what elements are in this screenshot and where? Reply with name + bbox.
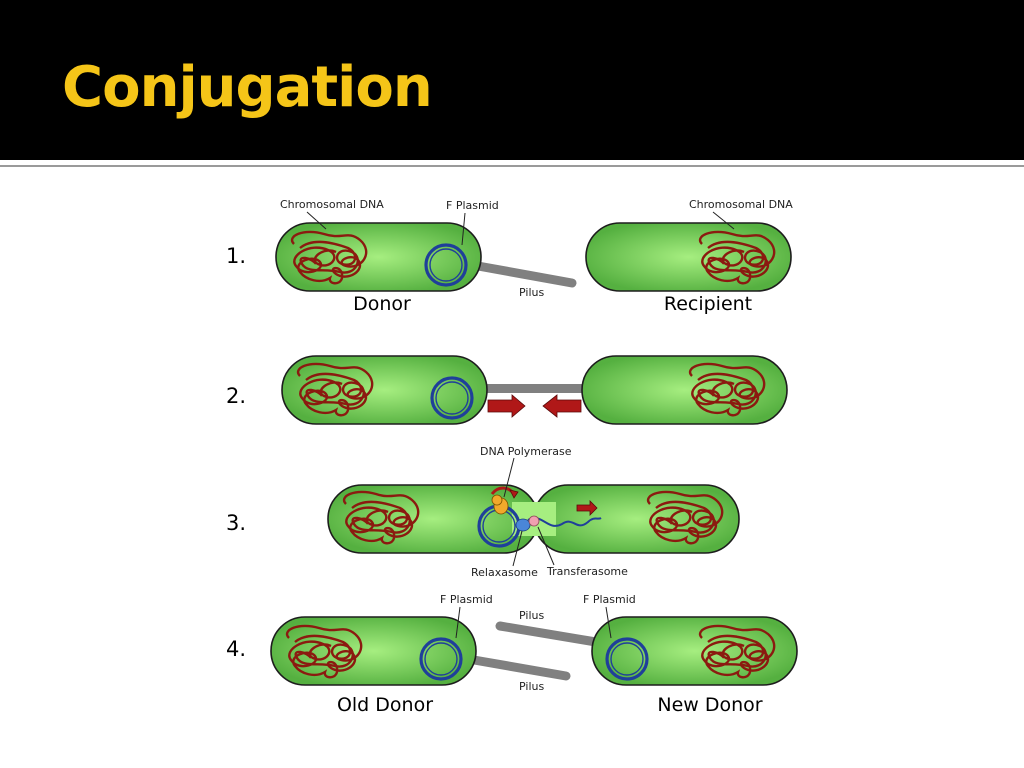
- callout-pilus: Pilus: [519, 680, 544, 693]
- transfer-arrow-icon: [576, 500, 598, 516]
- old-donor-label: Old Donor: [337, 694, 433, 716]
- donor-label: Donor: [353, 293, 411, 315]
- callout-leader: [306, 211, 327, 230]
- left-arrow-icon: [542, 394, 582, 418]
- transferasome: [528, 515, 540, 527]
- callout-pilus: Pilus: [519, 286, 544, 299]
- relaxasome: [515, 518, 531, 532]
- slide-header: Conjugation: [0, 0, 1024, 160]
- dna-polymerase: [491, 494, 503, 506]
- step-3: 3. DNA Polymerase Relaxasome Transferaso…: [226, 445, 740, 579]
- callout-chromosomal-dna: Chromosomal DNA: [689, 198, 793, 211]
- step-4: 4. F Plasmid F Plasmid Pilus Pilus Old D…: [226, 593, 798, 716]
- callout-chromosomal-dna: Chromosomal DNA: [280, 198, 384, 211]
- step-number: 3.: [226, 511, 246, 535]
- right-arrow-icon: [487, 394, 526, 418]
- new-donor-label: New Donor: [657, 694, 762, 716]
- callout-dna-polymerase: DNA Polymerase: [480, 445, 572, 458]
- callout-leader: [461, 212, 466, 246]
- pilus: [484, 384, 584, 393]
- step-2: 2.: [226, 355, 788, 425]
- recipient-label: Recipient: [664, 293, 752, 315]
- step-1: 1. Chromosomal DNA F Plasmid Chromosomal…: [226, 198, 793, 315]
- callout-f-plasmid: F Plasmid: [440, 593, 493, 606]
- callout-transferasome: Transferasome: [546, 565, 628, 578]
- header-divider-gray: [0, 165, 1024, 167]
- step-number: 2.: [226, 384, 246, 408]
- step-number: 4.: [226, 637, 246, 661]
- callout-leader: [605, 606, 612, 639]
- callout-leader: [503, 457, 515, 498]
- callout-leader: [712, 211, 735, 230]
- pilus: [495, 621, 601, 647]
- callout-relaxasome: Relaxasome: [471, 566, 538, 579]
- callout-leader: [512, 530, 523, 567]
- step-number: 1.: [226, 244, 246, 268]
- pilus: [469, 655, 571, 681]
- transferred-dna-strand: [527, 517, 602, 527]
- header-divider-white: [0, 160, 1024, 162]
- callout-pilus: Pilus: [519, 609, 544, 622]
- slide-title: Conjugation: [62, 55, 433, 120]
- recipient-cell: [585, 222, 792, 292]
- callout-f-plasmid: F Plasmid: [583, 593, 636, 606]
- callout-leader: [537, 526, 555, 566]
- pilus: [473, 261, 577, 288]
- rotation-arrowhead-icon: [509, 489, 519, 499]
- callout-f-plasmid: F Plasmid: [446, 199, 499, 212]
- callout-leader: [455, 606, 461, 639]
